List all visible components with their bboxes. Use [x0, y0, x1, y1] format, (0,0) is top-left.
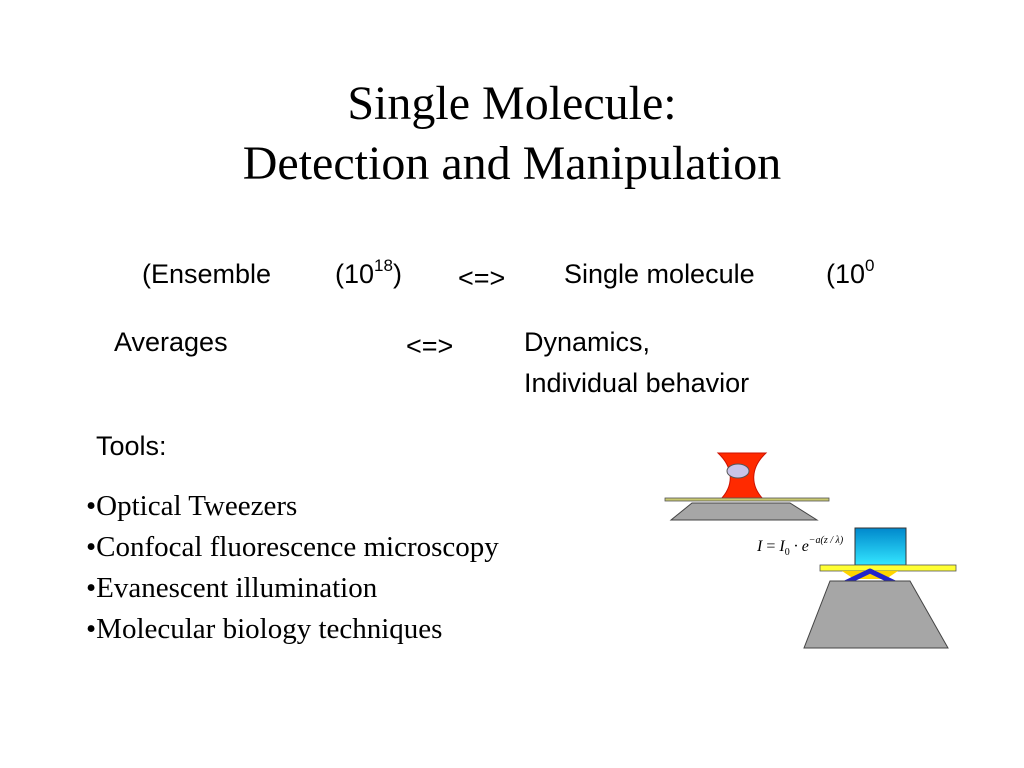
tools-item-evanescent: •Evanescent illumination [86, 572, 378, 604]
coverslip [664, 497, 830, 502]
averages-label: Averages [114, 327, 228, 357]
slide [819, 564, 957, 572]
single-molecule-label: Single molecule [564, 259, 755, 289]
detector-box [854, 527, 907, 566]
dynamics-line-1: Dynamics, [524, 327, 651, 357]
single-molecule-count: (100 [826, 256, 875, 289]
ensemble-count: (1018) [335, 256, 402, 289]
optical-tweezers-diagram [664, 452, 830, 521]
intensity-formula: I = I0 · e−a(z / λ) [757, 535, 844, 559]
dynamics-line-2: Individual behavior [524, 368, 750, 398]
tools-list: •Optical Tweezers •Confocal fluorescence… [86, 486, 499, 650]
evanescent-diagram [803, 527, 957, 649]
title-line-1: Single Molecule: [347, 77, 677, 130]
objective-stage [669, 502, 819, 521]
ensemble-label: (Ensemble [142, 259, 272, 289]
arrow-2: <=> [406, 331, 454, 361]
tools-item-molecular-biology: •Molecular biology techniques [86, 613, 443, 645]
trapped-bead [726, 463, 750, 479]
tools-heading: Tools: [96, 431, 167, 461]
title-line-2: Detection and Manipulation [242, 137, 782, 190]
arrow-1: <=> [458, 263, 506, 293]
incident-beam [843, 568, 897, 586]
tools-item-confocal: •Confocal fluorescence microscopy [86, 531, 499, 563]
slide-title: Single Molecule: Detection and Manipulat… [0, 74, 1024, 194]
prism-stage [803, 580, 949, 649]
tools-item-optical-tweezers: •Optical Tweezers [86, 490, 298, 522]
